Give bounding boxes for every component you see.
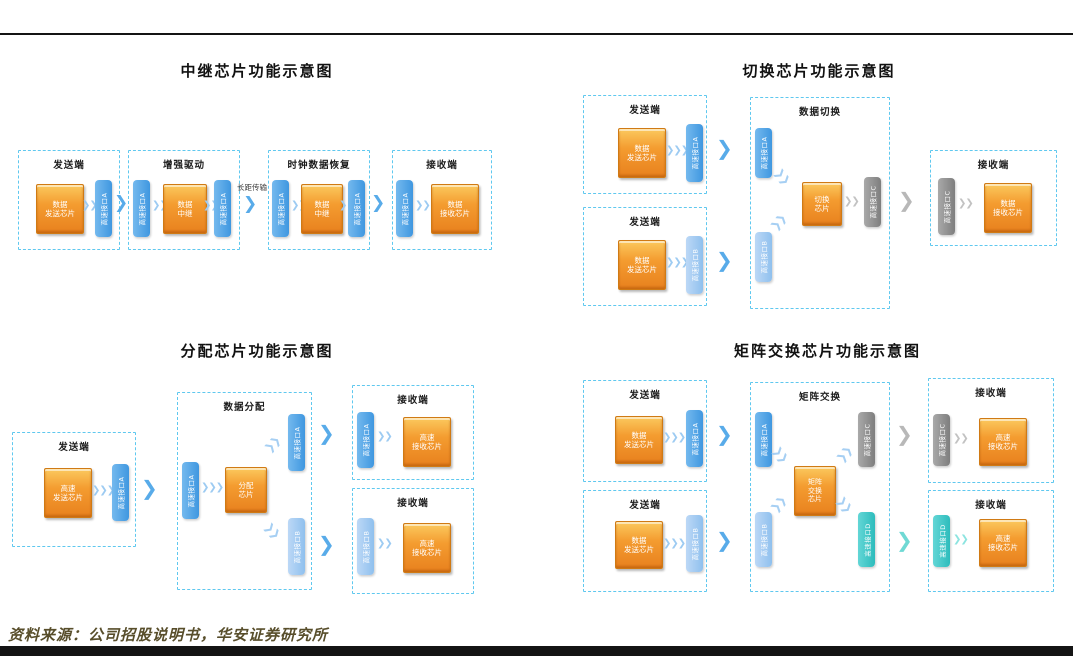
flow-arrow-icon bbox=[896, 424, 913, 444]
d3-port-send-a: 高速接口A bbox=[112, 464, 129, 521]
d1-chip-send: 数据 发送芯片 bbox=[36, 184, 84, 234]
flow-arrow-icon bbox=[716, 138, 733, 158]
d3-port-recv-b: 高速接口B bbox=[357, 518, 374, 575]
d1-box-recv-label: 接收端 bbox=[426, 160, 458, 171]
flow-arrow-icon bbox=[318, 423, 335, 443]
d4-chip-send-1: 数据 发送芯片 bbox=[615, 416, 663, 464]
chevron-trail-icon bbox=[415, 200, 430, 211]
d1-box-cdr-label: 时钟数据恢复 bbox=[287, 160, 351, 171]
d4-port-send-a: 高速接口A bbox=[686, 410, 703, 467]
chevron-trail-icon bbox=[663, 538, 685, 549]
d4-port-send-b: 高速接口B bbox=[686, 515, 703, 572]
flow-arrow-icon bbox=[243, 194, 257, 214]
d3-box-recv-1-label: 接收端 bbox=[397, 395, 429, 406]
d1-box-drive-label: 增强驱动 bbox=[162, 160, 205, 171]
chevron-trail-icon bbox=[377, 538, 392, 549]
d3-box-recv-2-label: 接收端 bbox=[397, 498, 429, 509]
chevron-trail-icon bbox=[201, 482, 223, 493]
chevron-trail-icon bbox=[663, 432, 685, 443]
d4-port-in-b: 高速接口B bbox=[755, 512, 772, 567]
d1-port-cdr-in: 高速接口A bbox=[272, 180, 289, 237]
d1-port-cdr-out: 高速接口A bbox=[348, 180, 365, 237]
d2-box-send-1-label: 发送端 bbox=[629, 105, 661, 116]
flow-arrow-icon bbox=[114, 193, 128, 213]
panel-title-split: 分配芯片功能示意图 bbox=[180, 344, 334, 360]
d3-port-in-a: 高速接口A bbox=[182, 462, 199, 519]
d3-chip-recv-2: 高速 接收芯片 bbox=[403, 523, 451, 573]
d3-chip-recv-1: 高速 接收芯片 bbox=[403, 417, 451, 467]
d2-chip-recv: 数据 接收芯片 bbox=[984, 183, 1032, 233]
chevron-trail-icon bbox=[953, 433, 968, 444]
chevron-trail-icon bbox=[377, 431, 392, 442]
top-rule bbox=[0, 33, 1073, 35]
d4-port-recv-c: 高速接口C bbox=[933, 414, 950, 466]
d4-port-in-a: 高速接口A bbox=[755, 412, 772, 467]
d4-chip-recv-2: 高速 接收芯片 bbox=[979, 519, 1027, 567]
d1-chip-recv: 数据 接收芯片 bbox=[431, 184, 479, 234]
chevron-trail-icon bbox=[958, 198, 973, 209]
d3-box-dist-label: 数据分配 bbox=[223, 402, 266, 413]
panel-title-relay: 中继芯片功能示意图 bbox=[180, 64, 334, 80]
d2-port-recv-c: 高速接口C bbox=[938, 178, 955, 235]
d4-box-send-2-label: 发送端 bbox=[629, 500, 661, 511]
d4-port-out-c: 高速接口C bbox=[858, 412, 875, 467]
d2-port-send-a: 高速接口A bbox=[686, 124, 703, 182]
d2-box-send-2-label: 发送端 bbox=[629, 217, 661, 228]
flow-arrow-icon bbox=[318, 534, 335, 554]
d4-box-send-1-label: 发送端 bbox=[629, 390, 661, 401]
chevron-trail-icon bbox=[666, 257, 688, 268]
flow-arrow-icon bbox=[371, 193, 385, 213]
d4-chip-recv-1: 高速 接收芯片 bbox=[979, 418, 1027, 466]
d1-port-drive-in: 高速接口A bbox=[133, 180, 150, 237]
d1-chip-relay-1: 数据 中继 bbox=[163, 184, 207, 234]
d1-port-drive-out: 高速接口A bbox=[214, 180, 231, 237]
flow-arrow-icon bbox=[898, 190, 915, 210]
d4-chip-matrix: 矩阵 交换 芯片 bbox=[794, 466, 836, 516]
d4-port-out-d: 高速接口D bbox=[858, 512, 875, 567]
d3-port-out-a: 高速接口A bbox=[288, 414, 305, 471]
d1-box-send-label: 发送端 bbox=[53, 160, 85, 171]
panel-title-matrix: 矩阵交换芯片功能示意图 bbox=[734, 344, 922, 360]
panel-title-switch: 切换芯片功能示意图 bbox=[742, 64, 896, 80]
d1-port-tx: 高速接口A bbox=[95, 180, 112, 237]
d3-port-recv-a: 高速接口A bbox=[357, 412, 374, 468]
d2-port-in-a: 高速接口A bbox=[755, 128, 772, 178]
d2-box-recv-label: 接收端 bbox=[977, 160, 1010, 171]
d4-box-recv-1-label: 接收端 bbox=[975, 388, 1007, 399]
flow-arrow-icon bbox=[716, 530, 733, 550]
chevron-trail-icon bbox=[92, 485, 114, 496]
flow-arrow-icon bbox=[896, 530, 913, 550]
d1-port-rx: 高速接口A bbox=[396, 180, 413, 237]
d2-chip-send-2: 数据 发送芯片 bbox=[618, 240, 666, 290]
bottom-rule bbox=[0, 646, 1073, 656]
d4-port-recv-d: 高速接口D bbox=[933, 515, 950, 567]
d4-chip-send-2: 数据 发送芯片 bbox=[615, 521, 663, 569]
flow-arrow-icon bbox=[716, 250, 733, 270]
d3-chip-split: 分配 芯片 bbox=[225, 467, 267, 513]
d4-box-matrix-label: 矩阵交换 bbox=[798, 392, 841, 403]
d2-port-send-b: 高速接口B bbox=[686, 236, 703, 294]
d4-box-recv-2-label: 接收端 bbox=[975, 500, 1007, 511]
d3-box-send-label: 发送端 bbox=[58, 442, 90, 453]
chevron-trail-icon bbox=[666, 145, 688, 156]
flow-arrow-icon bbox=[141, 478, 158, 498]
flow-arrow-icon bbox=[716, 424, 733, 444]
d2-port-in-b: 高速接口B bbox=[755, 232, 772, 282]
d3-port-out-b: 高速接口B bbox=[288, 518, 305, 575]
chevron-trail-icon bbox=[953, 534, 968, 545]
d2-chip-send-1: 数据 发送芯片 bbox=[618, 128, 666, 178]
chevron-trail-icon bbox=[844, 196, 859, 207]
d2-port-out-c: 高速接口C bbox=[864, 177, 881, 227]
d2-chip-switch: 切换 芯片 bbox=[802, 182, 842, 226]
d3-chip-send: 高速 发送芯片 bbox=[44, 468, 92, 518]
d2-box-switch-label: 数据切换 bbox=[798, 107, 841, 118]
d1-chip-relay-2: 数据 中继 bbox=[301, 184, 343, 234]
d1-link-label: 长距传输 bbox=[237, 183, 267, 192]
source-note: 资料来源：公司招股说明书，华安证券研究所 bbox=[8, 628, 329, 644]
